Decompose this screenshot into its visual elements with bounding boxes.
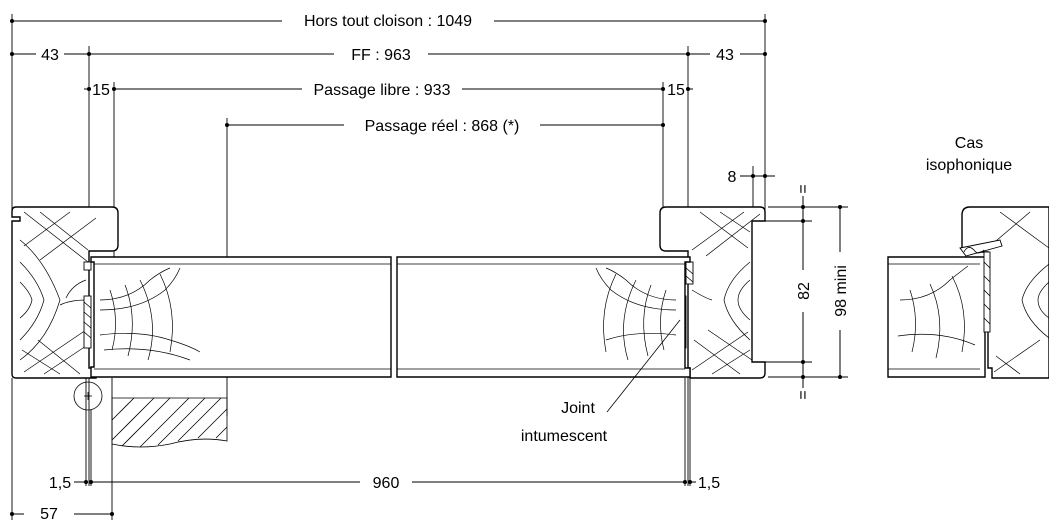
case-label-line1: Cas	[955, 135, 983, 152]
equal-bottom-label: =	[795, 390, 812, 399]
case-label-line2: isophonique	[926, 157, 1012, 174]
passage-libre-dimension: 15 Passage libre : 933 15	[84, 82, 693, 262]
gap-8-dimension: 8	[728, 166, 775, 210]
bottom-left-15-label: 1,5	[49, 475, 71, 492]
right-15-label: 15	[667, 82, 685, 99]
right-43-label: 43	[716, 47, 734, 64]
pivot-marker	[73, 381, 103, 411]
depth-82-label: 82	[796, 282, 813, 300]
joint-intumescent-callout: Joint intumescent	[521, 319, 681, 445]
bottom-57-label: 57	[40, 506, 58, 522]
left-intumescent-seal	[83, 261, 92, 349]
bottom-960-label: 960	[373, 475, 400, 492]
passage-libre-label: Passage libre : 933	[314, 82, 451, 99]
gap-8-label: 8	[728, 169, 737, 186]
right-frame-jamb	[659, 206, 766, 379]
depth-98-label: 98 mini	[833, 265, 850, 317]
overall-dimension-label: Hors tout cloison : 1049	[304, 13, 472, 30]
bottom-right-15-label: 1,5	[698, 475, 720, 492]
isophonic-case-detail: Cas isophonique	[887, 135, 1049, 379]
left-15-label: 15	[92, 82, 110, 99]
wall-hatch	[111, 397, 228, 448]
door-leaf	[90, 256, 691, 378]
passage-reel-label: Passage réel : 868 (*)	[365, 118, 520, 135]
left-43-label: 43	[41, 47, 59, 64]
bottom-960-dimension: 1,5 960 1,5	[49, 475, 720, 492]
overall-dimension: Hors tout cloison : 1049	[10, 13, 767, 210]
bottom-57-dimension: 57	[10, 506, 114, 522]
equal-top-label: =	[795, 184, 812, 193]
left-frame-jamb	[11, 206, 119, 379]
ff-label: FF : 963	[351, 47, 411, 64]
left-wall-lines	[11, 378, 691, 520]
joint-label-line2: intumescent	[521, 428, 608, 445]
joint-label-line1: Joint	[561, 400, 595, 417]
depth-dimensions: = = 82 98 mini	[750, 184, 850, 400]
